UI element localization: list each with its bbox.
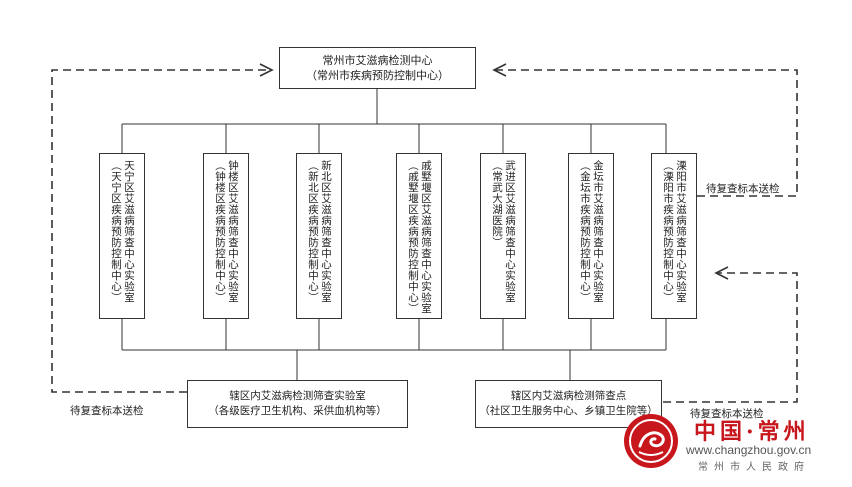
top-center-name: 常州市艾滋病检测中心	[322, 54, 433, 67]
lab-box-xinbei: 新北区艾滋病筛查中心实验室 （新北区疾病预防控制中心）	[296, 153, 342, 319]
watermark-main: 中国·常州	[694, 419, 810, 445]
lab-sub: （溧阳市疾病预防控制中心）	[662, 160, 674, 303]
lab-name: 钟楼区艾滋病筛查中心实验室	[227, 160, 239, 303]
lab-name: 金坛市艾滋病筛查中心实验室	[592, 160, 604, 303]
resend-note-right-bottom: 待复查标本送检	[690, 408, 764, 420]
lab-name: 新北区艾滋病筛查中心实验室	[320, 160, 332, 303]
lab-sub: （新北区疾病预防控制中心）	[307, 160, 319, 303]
lab-box-liyang: 溧阳市艾滋病筛查中心实验室 （溧阳市疾病预防控制中心）	[651, 153, 697, 319]
bottom-left-sub: （各级医疗卫生机构、采供血机构等）	[208, 405, 387, 417]
bottom-left-name: 辖区内艾滋病检测筛查实验室	[229, 390, 366, 402]
bottom-left-box: 辖区内艾滋病检测筛查实验室 （各级医疗卫生机构、采供血机构等）	[187, 380, 408, 428]
lab-name: 武进区艾滋病筛查中心实验室	[504, 160, 516, 303]
resend-note-right-top: 待复查标本送检	[706, 183, 780, 195]
watermark-url: www.changzhou.gov.cn	[686, 443, 812, 457]
bottom-right-box: 辖区内艾滋病检测筛查点 （社区卫生服务中心、乡镇卫生院等）	[475, 380, 662, 428]
lab-name: 溧阳市艾滋病筛查中心实验室	[675, 160, 687, 303]
city-seal-icon	[624, 414, 678, 468]
lab-sub: （金坛市疾病预防控制中心）	[579, 160, 591, 303]
watermark-sub: 常州市人民政府	[698, 462, 810, 473]
lab-box-qishuyan: 戚墅堰区艾滋病筛查中心实验室 （戚墅堰区疾病预防控制中心）	[396, 153, 442, 319]
lab-box-wujin: 武进区艾滋病筛查中心实验室 （常武大湖医院）	[480, 153, 526, 319]
bottom-right-name: 辖区内艾滋病检测筛查点	[510, 390, 627, 402]
watermark-logo: 中国·常州 www.changzhou.gov.cn 常州市人民政府	[622, 412, 848, 476]
lab-sub: （钟楼区疾病预防控制中心）	[214, 160, 226, 303]
top-center-subname: （常州市疾病预防控制中心）	[306, 69, 449, 82]
lab-sub: （戚墅堰区疾病预防控制中心）	[407, 160, 419, 314]
lab-box-tianning: 天宁区艾滋病筛查中心实验室 （天宁区疾病预防控制中心）	[99, 153, 145, 319]
top-center-box: 常州市艾滋病检测中心 （常州市疾病预防控制中心）	[279, 47, 476, 89]
lab-sub: （天宁区疾病预防控制中心）	[110, 160, 122, 303]
lab-box-zhonglou: 钟楼区艾滋病筛查中心实验室 （钟楼区疾病预防控制中心）	[203, 153, 249, 319]
lab-box-jintan: 金坛市艾滋病筛查中心实验室 （金坛市疾病预防控制中心）	[568, 153, 614, 319]
bottom-right-sub: （社区卫生服务中心、乡镇卫生院等）	[479, 405, 658, 417]
lab-sub: （常武大湖医院）	[491, 160, 503, 248]
lab-name: 戚墅堰区艾滋病筛查中心实验室	[420, 160, 432, 314]
resend-note-left-bottom: 待复查标本送检	[70, 405, 144, 417]
lab-name: 天宁区艾滋病筛查中心实验室	[123, 160, 135, 303]
